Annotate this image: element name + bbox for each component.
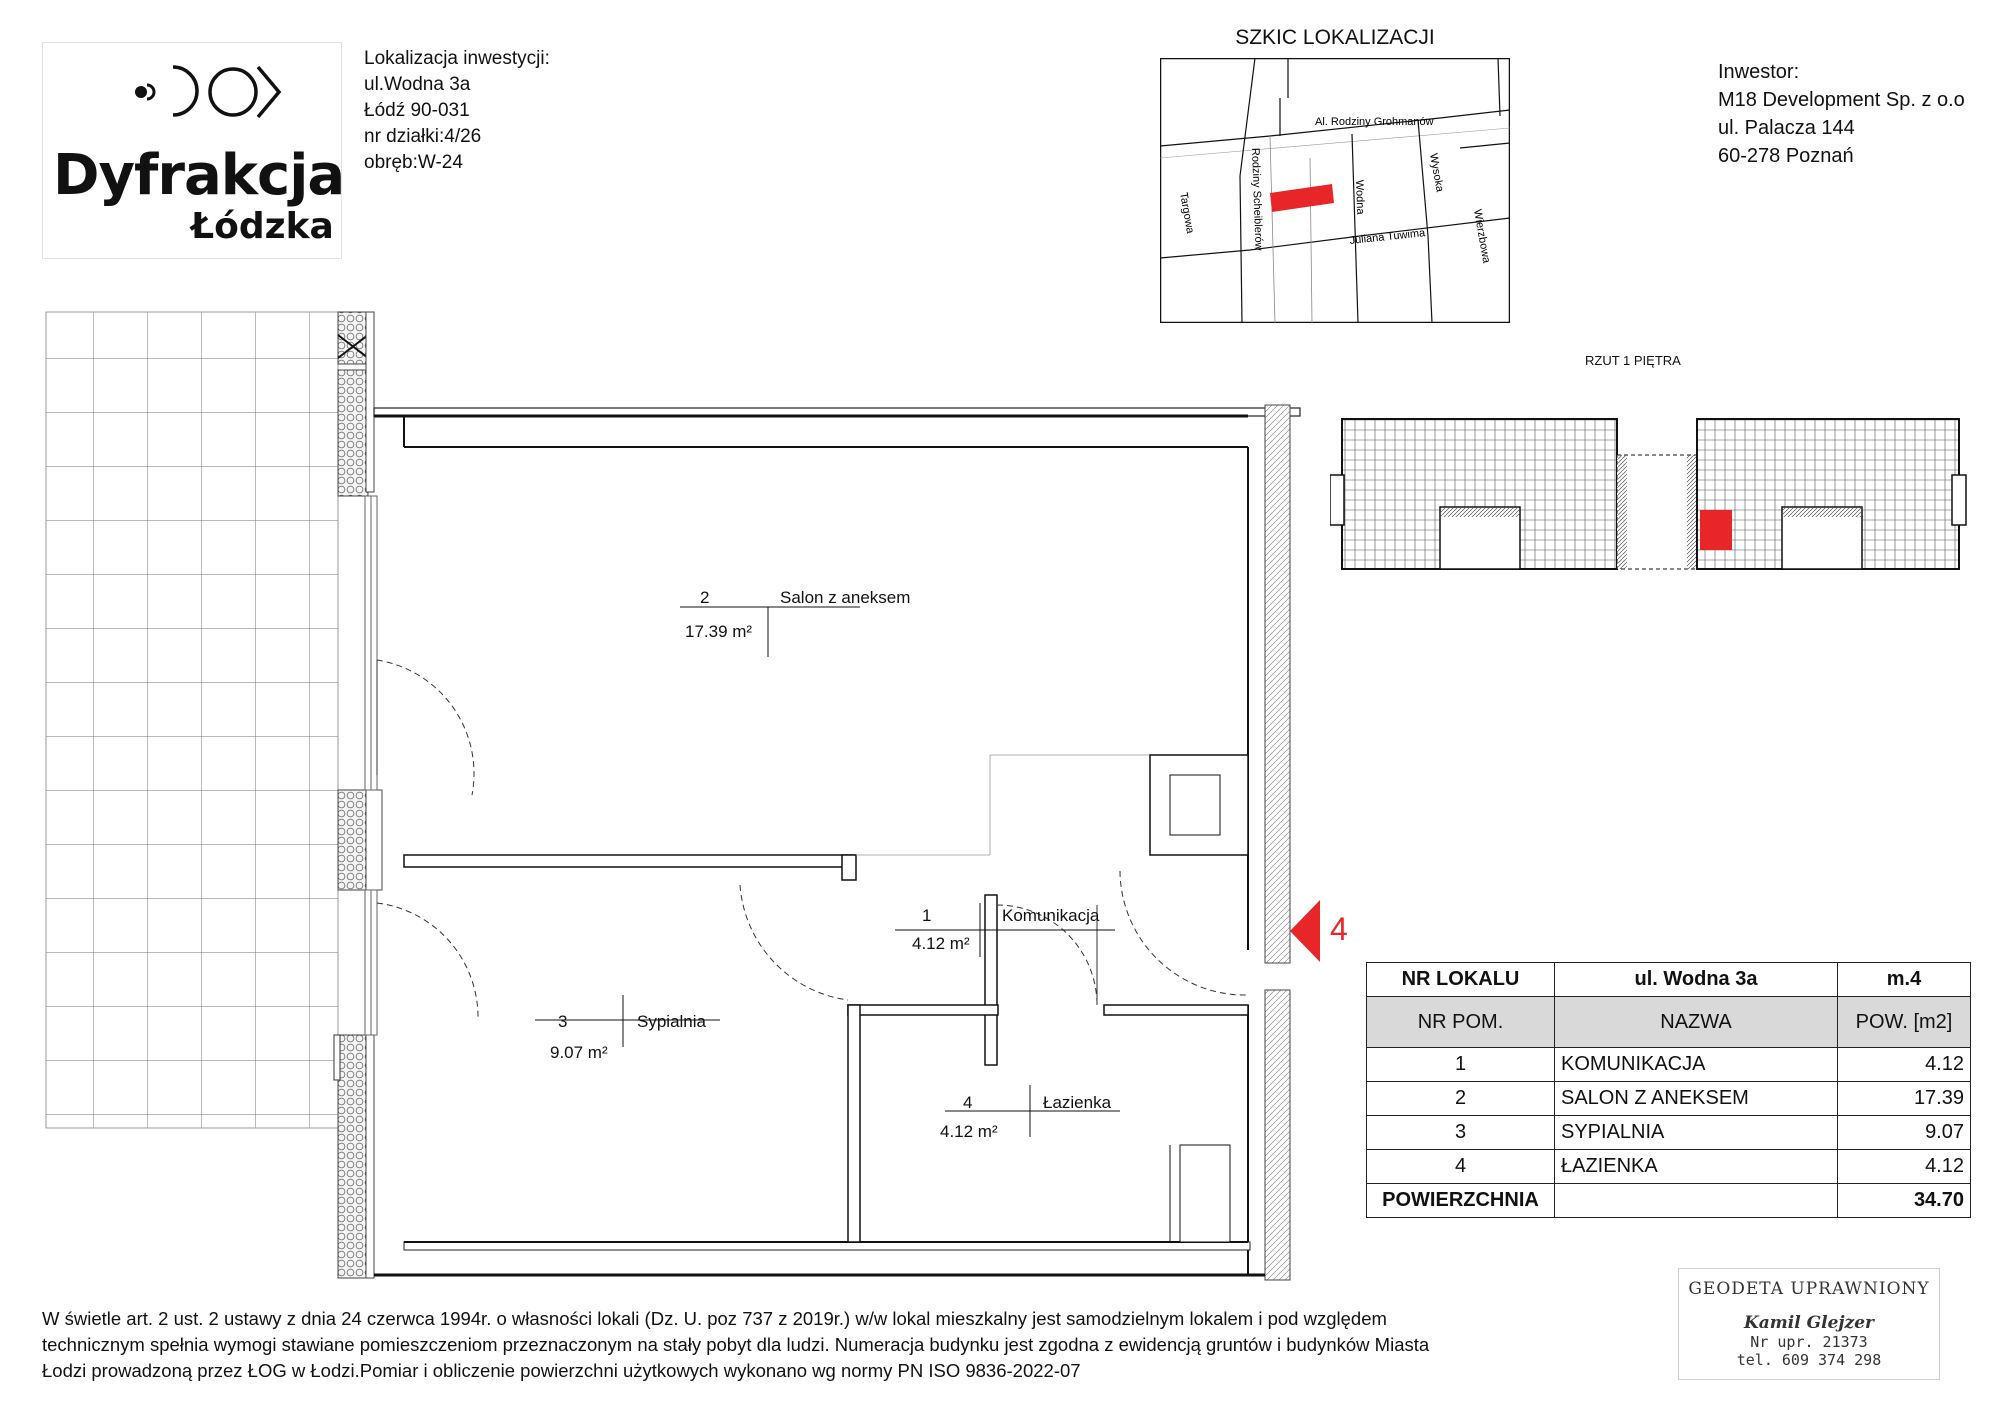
table-column-row: NR POM. NAZWA POW. [m2] (1366, 996, 1971, 1048)
table-row: 4 ŁAZIENKA 4.12 (1366, 1149, 1971, 1184)
row-area: 4.12 (1837, 1149, 1971, 1184)
floor-key-title: RZUT 1 PIĘTRA (1585, 353, 1681, 368)
total-empty (1554, 1183, 1838, 1218)
total-label: POWIERZCHNIA (1366, 1183, 1555, 1218)
header-unit-label: NR LOKALU (1366, 962, 1555, 997)
room-name-salon: Salon z aneksem (780, 588, 911, 607)
logo-name: Dyfrakcja (53, 143, 345, 208)
legal-note: W świetle art. 2 ust. 2 ustawy z dnia 24… (42, 1306, 1682, 1384)
room-name-lazienka: Łazienka (1043, 1093, 1112, 1112)
location-city: Łódź 90-031 (364, 100, 470, 121)
row-area: 4.12 (1837, 1047, 1971, 1082)
entrance-label: 4 (1330, 911, 1348, 947)
table-row: 3 SYPIALNIA 9.07 (1366, 1115, 1971, 1150)
room-area-salon: 17.39 m² (685, 622, 753, 641)
row-name: SYPIALNIA (1554, 1115, 1838, 1150)
row-name: KOMUNIKACJA (1554, 1047, 1838, 1082)
street-rodziny-scheiblerow: Rodziny Scheiblerów (1249, 148, 1265, 251)
row-name: ŁAZIENKA (1554, 1149, 1838, 1184)
investor-city: 60-278 Poznań (1718, 145, 1854, 167)
stamp-phone: tel. 609 374 298 (1736, 1351, 1882, 1369)
row-num: 1 (1366, 1047, 1555, 1082)
table-header-row: NR LOKALU ul. Wodna 3a m.4 (1366, 962, 1971, 997)
rooms-table: NR LOKALU ul. Wodna 3a m.4 NR POM. NAZWA… (1366, 962, 1971, 1218)
room-number-lazienka: 4 (963, 1093, 973, 1112)
surveyor-stamp: GEODETA UPRAWNIONY Kamil Glejzer Nr upr.… (1678, 1268, 1940, 1380)
stamp-name: Kamil Glejzer (1744, 1313, 1874, 1333)
table-row: 1 KOMUNIKACJA 4.12 (1366, 1047, 1971, 1082)
sketch-title: SZKIC LOKALIZACJI (1235, 26, 1435, 49)
col-room-number: NR POM. (1366, 996, 1555, 1048)
location-precinct: obręb:W-24 (364, 152, 463, 173)
room-number-salon: 2 (700, 588, 710, 607)
row-num: 2 (1366, 1081, 1555, 1116)
location-street: ul.Wodna 3a (364, 74, 471, 95)
col-room-area: POW. [m2] (1837, 996, 1971, 1048)
room-area-sypialnia: 9.07 m² (550, 1043, 608, 1062)
row-name: SALON Z ANEKSEM (1554, 1081, 1838, 1116)
floor-key-plan (1330, 418, 1967, 570)
room-number-sypialnia: 3 (558, 1012, 568, 1031)
logo-mark-icon (135, 65, 282, 119)
room-area-lazienka: 4.12 m² (940, 1122, 998, 1141)
row-num: 4 (1366, 1149, 1555, 1184)
investor-title: Inwestor: (1718, 61, 1800, 83)
legal-note-line-1: W świetle art. 2 ust. 2 ustawy z dnia 24… (42, 1308, 1387, 1329)
row-area: 9.07 (1837, 1115, 1971, 1150)
street-rodziny-grohmanow: Al. Rodziny Grohmanów (1315, 116, 1434, 128)
room-number-komunikacja: 1 (922, 906, 932, 925)
table-total-row: POWIERZCHNIA 34.70 (1366, 1183, 1971, 1218)
location-info: Lokalizacja inwestycji: ul.Wodna 3a Łódź… (364, 46, 550, 176)
legal-note-line-3: Łodzi prowadzoną przez ŁOG w Łodzi.Pomia… (42, 1360, 1081, 1381)
property-marker (1270, 184, 1334, 212)
street-wodna: Wodna (1353, 180, 1366, 216)
apartment-floor-plan (45, 311, 1301, 1281)
investor-info: Inwestor: M18 Development Sp. z o.o ul. … (1718, 58, 1965, 170)
total-value: 34.70 (1837, 1183, 1971, 1218)
row-num: 3 (1366, 1115, 1555, 1150)
investor-company: M18 Development Sp. z o.o (1718, 89, 1965, 111)
col-room-name: NAZWA (1554, 996, 1838, 1048)
room-name-sypialnia: Sypialnia (637, 1012, 706, 1031)
location-title: Lokalizacja inwestycji: (364, 48, 550, 69)
room-area-komunikacja: 4.12 m² (912, 934, 970, 953)
table-row: 2 SALON Z ANEKSEM 17.39 (1366, 1081, 1971, 1116)
stamp-title: GEODETA UPRAWNIONY (1688, 1279, 1930, 1299)
legal-note-line-2: technicznym spełnia wymogi stawiane pomi… (42, 1334, 1430, 1355)
room-name-komunikacja: Komunikacja (1002, 906, 1100, 925)
location-sketch-map: Al. Rodziny Grohmanów Rodziny Scheibleró… (1160, 58, 1510, 323)
location-parcel: nr działki:4/26 (364, 126, 482, 147)
row-area: 17.39 (1837, 1081, 1971, 1116)
entrance-arrow-icon (1290, 900, 1320, 962)
header-unit-number: m.4 (1837, 962, 1971, 997)
stamp-license: Nr upr. 21373 (1750, 1333, 1868, 1351)
investor-street: ul. Palacza 144 (1718, 117, 1855, 139)
logo-subname: Łódzka (191, 206, 334, 247)
logo-box: Dyfrakcja Łódzka (42, 42, 345, 259)
header-address: ul. Wodna 3a (1554, 962, 1838, 997)
apartment-marker (1700, 510, 1732, 550)
